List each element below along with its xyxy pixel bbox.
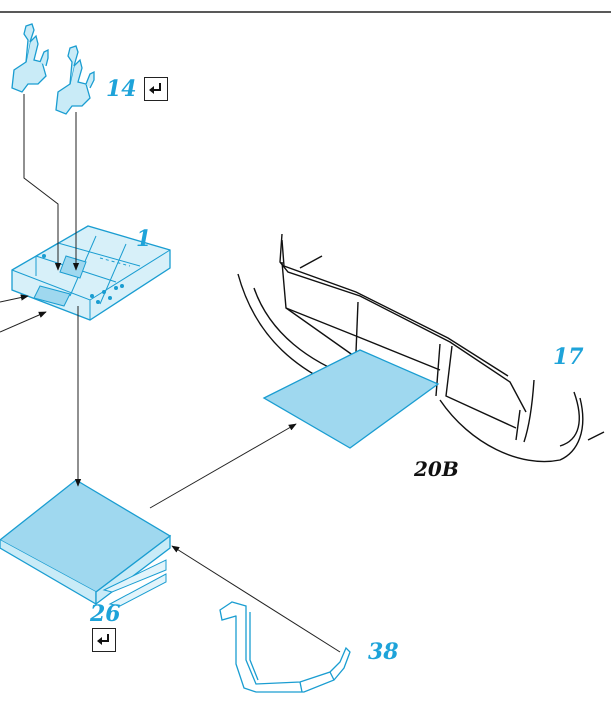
leader-lines	[0, 94, 341, 653]
seat-part-left	[11, 23, 49, 93]
fuselage-section	[237, 233, 605, 463]
cabin-floor-panel	[262, 349, 440, 449]
return-arrow-icon-glyph	[149, 83, 161, 94]
return-arrow-icon	[92, 628, 116, 652]
label-part-38: 38	[368, 639, 399, 665]
part-1-sheet	[11, 225, 171, 321]
label-part-26: 26	[89, 601, 121, 627]
return-arrow-icon-glyph	[97, 634, 109, 645]
label-part-20b: 20B	[413, 457, 459, 481]
label-part-17: 17	[553, 344, 584, 370]
label-part-14: 14	[106, 76, 137, 102]
seat-part-right	[55, 45, 95, 115]
return-arrow-icon	[144, 77, 168, 101]
label-part-1: 1	[136, 226, 151, 252]
part-26-floor	[0, 479, 172, 607]
part-38-bracket	[219, 601, 351, 693]
